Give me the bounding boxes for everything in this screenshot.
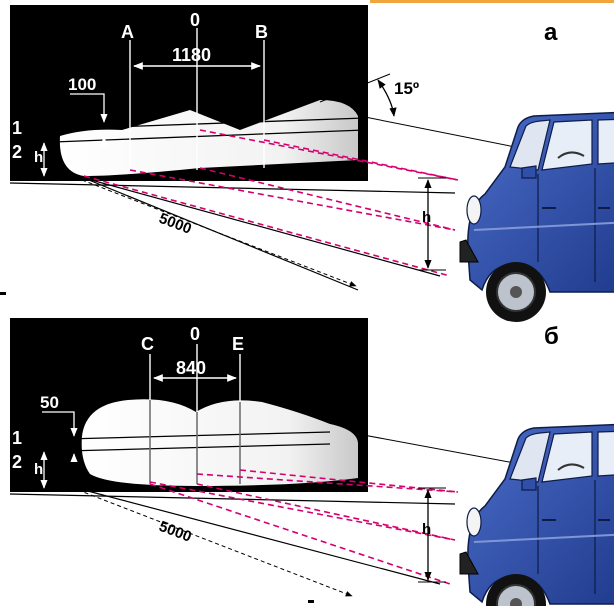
line-2-bottom: [27, 443, 331, 453]
panel-bottom: 5000 б C 0 E 840 50 1 2 h h: [9, 318, 614, 606]
corner-mark-mid: [308, 600, 314, 603]
beam-pattern-bottom: [81, 399, 359, 486]
panel-top: 5000 а A 0 B 1180 100 15º 1 2 h h: [9, 5, 614, 323]
beam-rays-top: [83, 129, 459, 277]
line-1-label-top: 1: [12, 118, 22, 138]
h-car-label-bottom: h: [422, 521, 431, 538]
car-top: [459, 111, 614, 323]
panel-letter-top: а: [544, 19, 558, 46]
panel-letter-bottom: б: [544, 323, 559, 350]
line-2-label-top: 2: [12, 142, 22, 162]
dim-offset-bottom: 50: [40, 393, 59, 412]
beam-pattern-top: [59, 100, 358, 176]
angle-label: 15º: [394, 79, 419, 98]
label-B: B: [255, 22, 268, 42]
label-A: A: [121, 22, 134, 42]
dim-width-top: 1180: [172, 45, 211, 65]
top-accent-line: [370, 0, 614, 3]
label-0-bottom: 0: [190, 324, 200, 344]
label-C: C: [141, 334, 154, 354]
line-1-bottom: [27, 431, 331, 441]
distance-label-top: 5000: [157, 210, 194, 238]
label-0-top: 0: [190, 10, 200, 30]
h-left-label-top: h: [34, 149, 43, 166]
dim-offset-top: 100: [68, 75, 96, 94]
car-bottom: [459, 423, 614, 606]
distance-line-bottom: [77, 489, 353, 597]
label-E: E: [232, 334, 244, 354]
line-1-label-bottom: 1: [12, 428, 22, 448]
line-2-label-bottom: 2: [12, 452, 22, 472]
dim-width-bottom: 840: [176, 358, 206, 378]
distance-label-bottom: 5000: [157, 518, 194, 546]
h-left-label-bottom: h: [34, 461, 43, 478]
corner-mark-left: [0, 292, 6, 295]
h-car-label-top: h: [422, 209, 431, 226]
